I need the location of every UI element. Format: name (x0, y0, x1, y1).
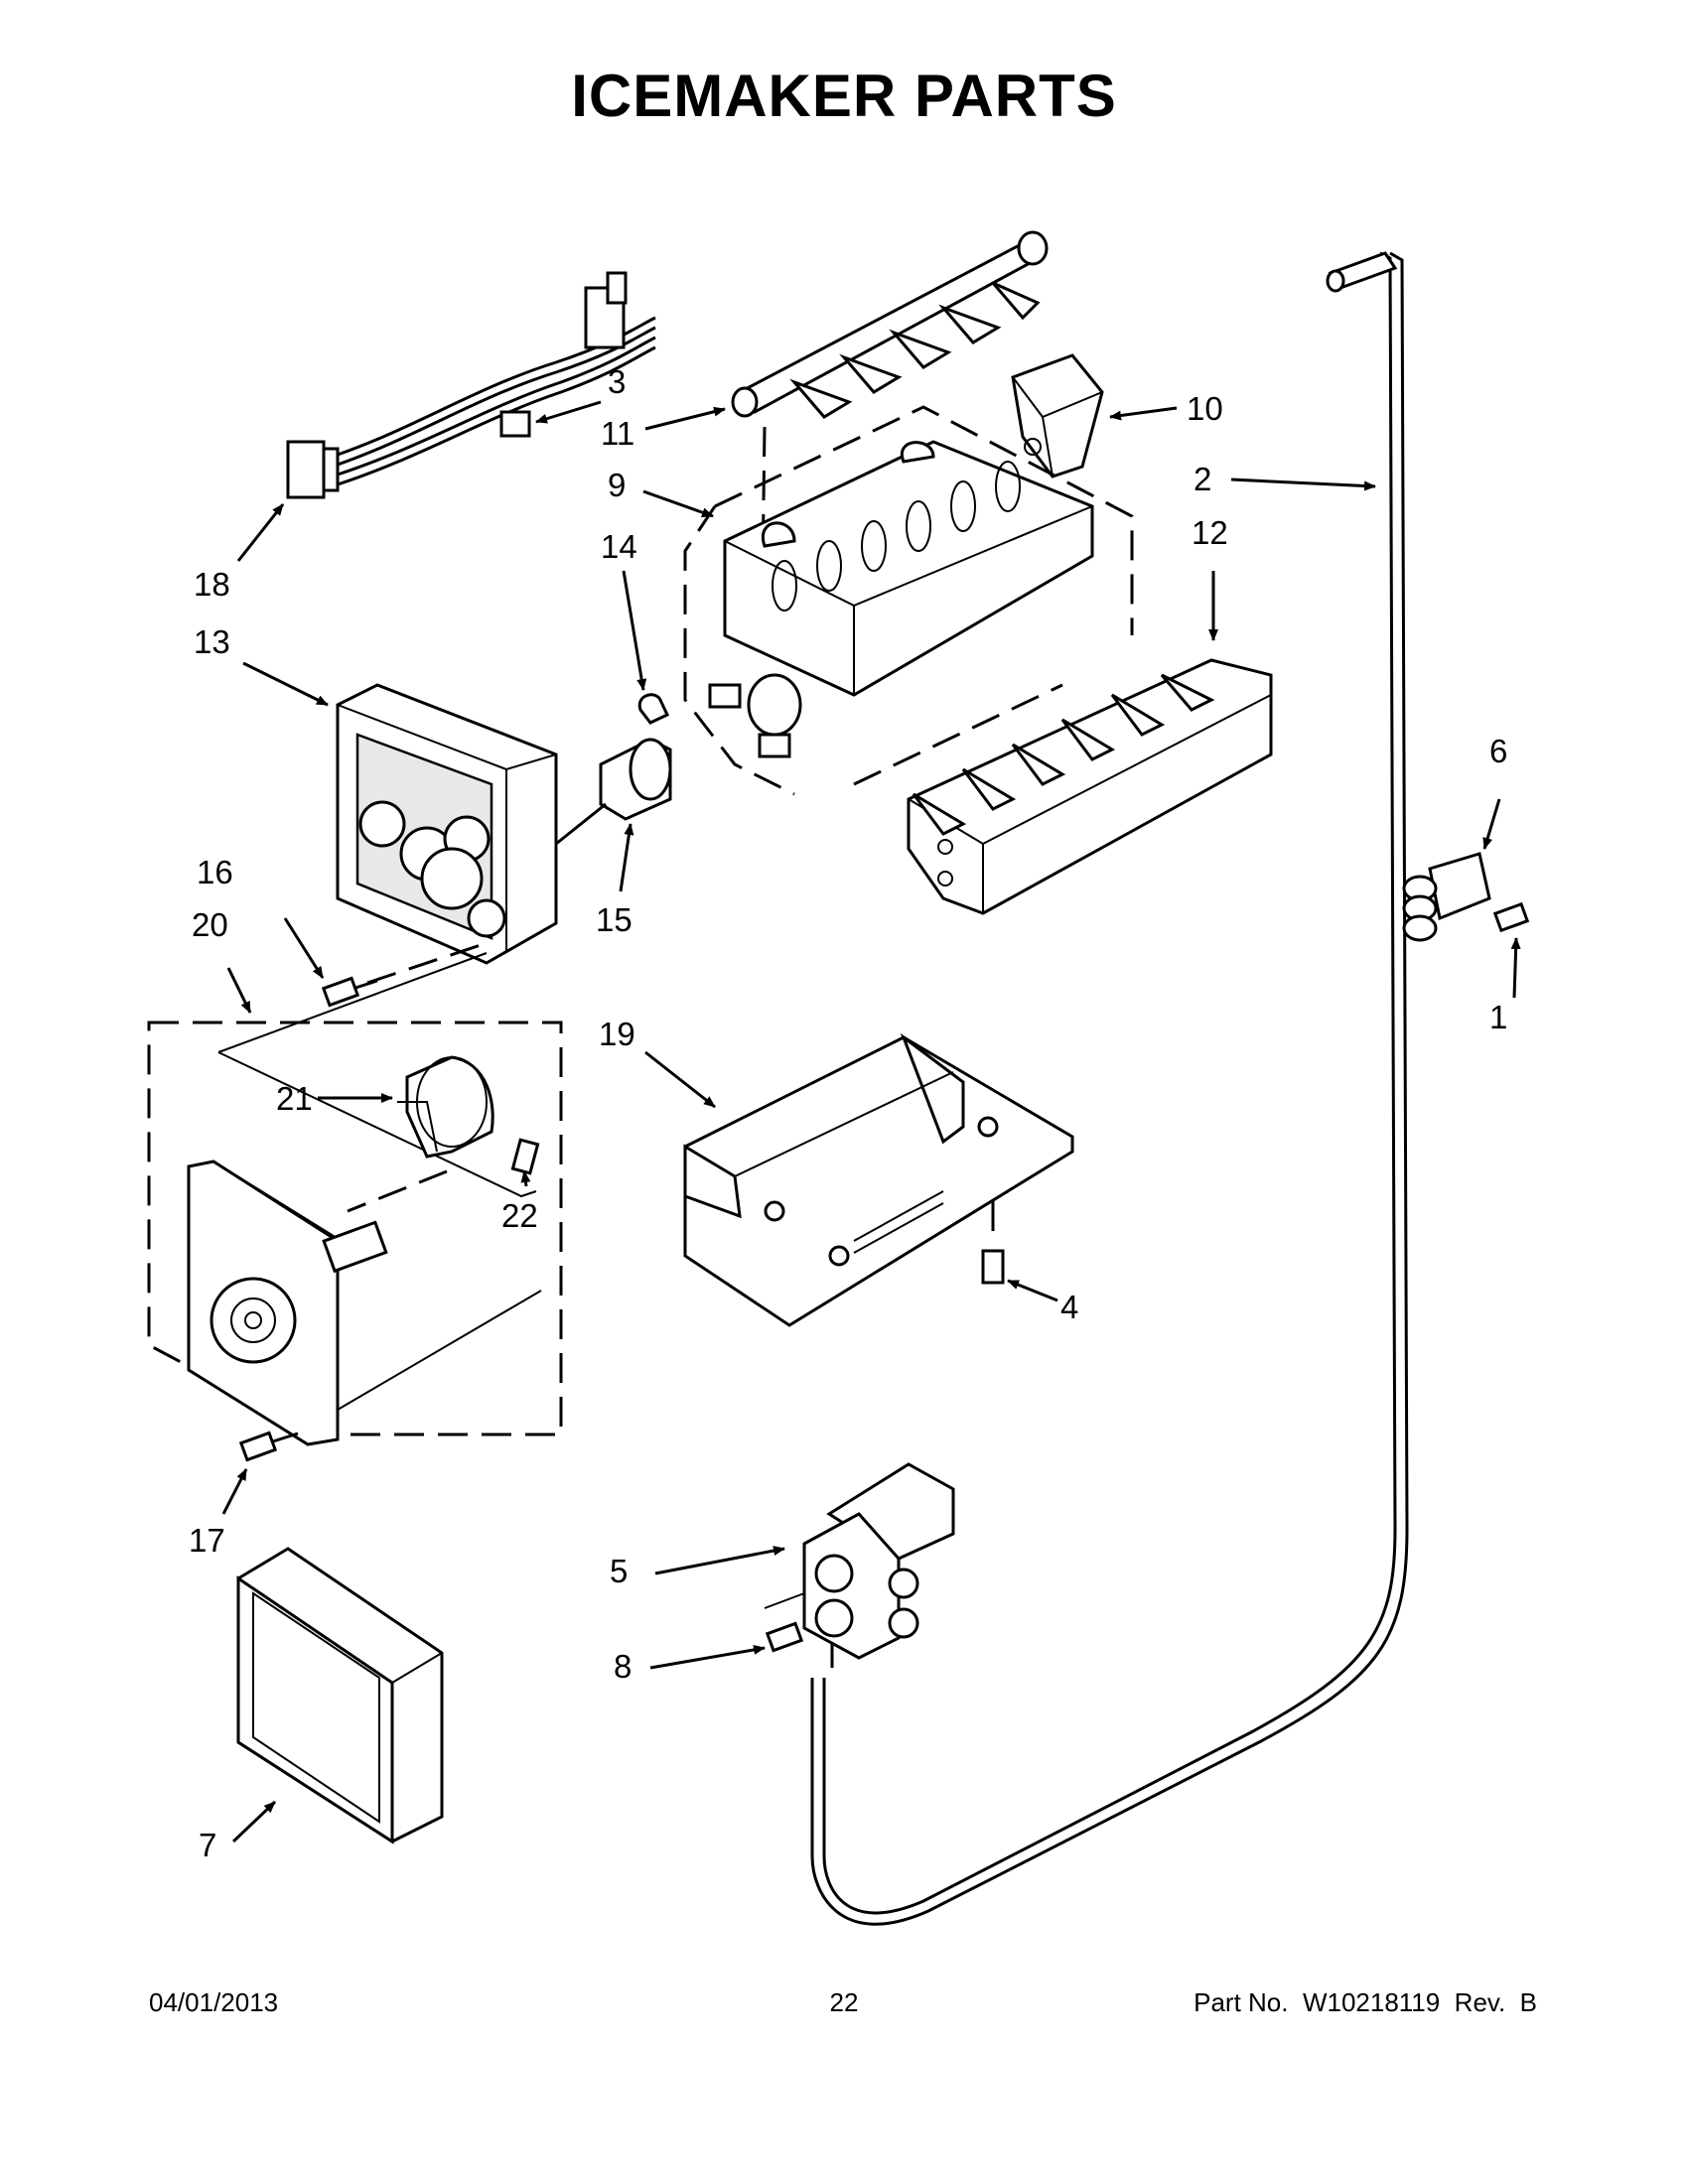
motor-cam-part-15 (555, 738, 672, 846)
screw-part-22 (510, 1138, 540, 1175)
callout-4: 4 (1060, 1289, 1079, 1325)
callout-21: 21 (276, 1080, 313, 1117)
screw-part-4 (981, 1249, 1005, 1285)
callout-13: 13 (194, 623, 230, 660)
tube-clamp-part-6 (1402, 852, 1491, 942)
callout-leaders (221, 400, 1521, 1843)
water-tube-part-2 (810, 251, 1409, 1926)
control-housing-part-13 (336, 683, 558, 965)
motor-part-21 (397, 1055, 494, 1159)
callout-7: 7 (199, 1827, 217, 1863)
cover-part-7 (236, 1547, 444, 1844)
callout-6: 6 (1489, 733, 1508, 769)
heater-part-12 (907, 658, 1273, 915)
screw-part-8 (765, 1621, 804, 1653)
shield-part-19 (683, 1032, 1074, 1327)
fill-cup-part-10 (1011, 353, 1104, 478)
callout-15: 15 (596, 901, 633, 938)
water-valve-part-5 (764, 1462, 955, 1660)
callout-2: 2 (1194, 461, 1212, 497)
callout-5: 5 (610, 1553, 629, 1589)
page-title: ICEMAKER PARTS (571, 63, 1117, 129)
callout-10: 10 (1187, 390, 1223, 427)
callout-16: 16 (197, 854, 233, 890)
footer-part-number: Part No. W10218119 Rev. B (1194, 1987, 1537, 2017)
screw-part-17 (238, 1431, 299, 1462)
callout-8: 8 (614, 1648, 633, 1685)
callout-18: 18 (194, 566, 230, 603)
callout-12: 12 (1192, 514, 1228, 551)
callout-19: 19 (599, 1016, 635, 1052)
callout-17: 17 (189, 1522, 225, 1559)
module-board (187, 1160, 542, 1446)
callout-1: 1 (1489, 999, 1508, 1035)
footer-date: 04/01/2013 (149, 1987, 279, 2017)
screw-part-1 (1492, 901, 1530, 933)
callout-22: 22 (501, 1197, 538, 1234)
wire-harness-part-18 (286, 271, 656, 499)
module-assembly-part-20 (147, 952, 563, 1436)
footer-page-number: 22 (829, 1987, 859, 2017)
icemaker-mold-part-9 (683, 405, 1134, 796)
callout-11: 11 (601, 415, 635, 452)
callout-14: 14 (601, 528, 637, 565)
callout-9: 9 (608, 467, 627, 503)
clip-part-14 (637, 693, 669, 725)
callout-20: 20 (192, 906, 228, 943)
ejector-part-11 (731, 230, 1049, 419)
callout-3: 3 (608, 363, 627, 400)
